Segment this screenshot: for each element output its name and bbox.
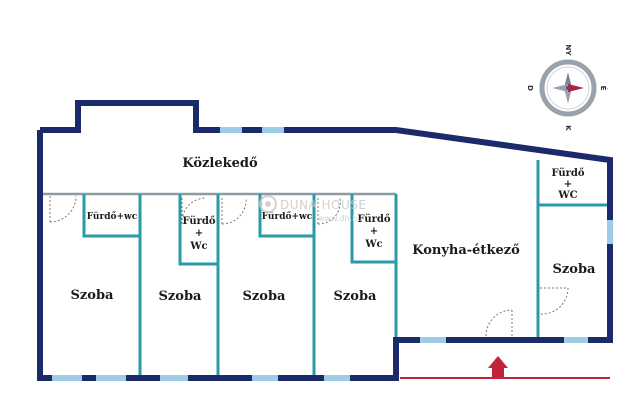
label-bath-2-line2: + (195, 228, 203, 239)
windows (52, 127, 613, 381)
compass: NY É K D (526, 45, 608, 132)
outer-walls (37, 100, 613, 381)
label-bath-4-line2: + (370, 226, 378, 237)
label-bath-1: Fürdő+wc (87, 211, 138, 222)
watermark-brand: DUNA HOUSE (280, 198, 366, 212)
label-kitchen: Konyha-étkező (412, 243, 520, 258)
label-bath-3: Fürdő+wc (262, 211, 313, 222)
label-room-1: Szoba (71, 288, 115, 303)
label-room-2: Szoba (159, 289, 203, 304)
watermark: DUNA HOUSE www.dh.hu (259, 195, 366, 223)
label-corridor: Közlekedő (182, 156, 258, 171)
inner-walls (40, 160, 610, 378)
label-bath-4-line3: Wc (364, 239, 382, 250)
compass-needle-icon (552, 72, 584, 104)
compass-east: É (599, 86, 608, 91)
label-bath-2-line3: Wc (189, 241, 207, 252)
label-bath-4-line1: Fürdő (357, 214, 390, 225)
watermark-logo-icon (259, 195, 277, 213)
label-bath-5-line3: WC (557, 190, 577, 201)
door-swings (49, 195, 569, 337)
label-bath-5-line2: + (564, 179, 572, 190)
label-room-3: Szoba (243, 289, 287, 304)
entry-arrow (400, 356, 610, 379)
compass-south: K (564, 125, 572, 131)
compass-west: D (526, 85, 534, 91)
watermark-url: www.dh.hu (318, 214, 362, 223)
label-room-4: Szoba (334, 289, 378, 304)
label-bath-5-line1: Fürdő (551, 168, 584, 179)
label-room-5: Szoba (553, 262, 597, 277)
label-bath-2-line1: Fürdő (182, 216, 215, 227)
compass-north: NY (564, 45, 572, 57)
